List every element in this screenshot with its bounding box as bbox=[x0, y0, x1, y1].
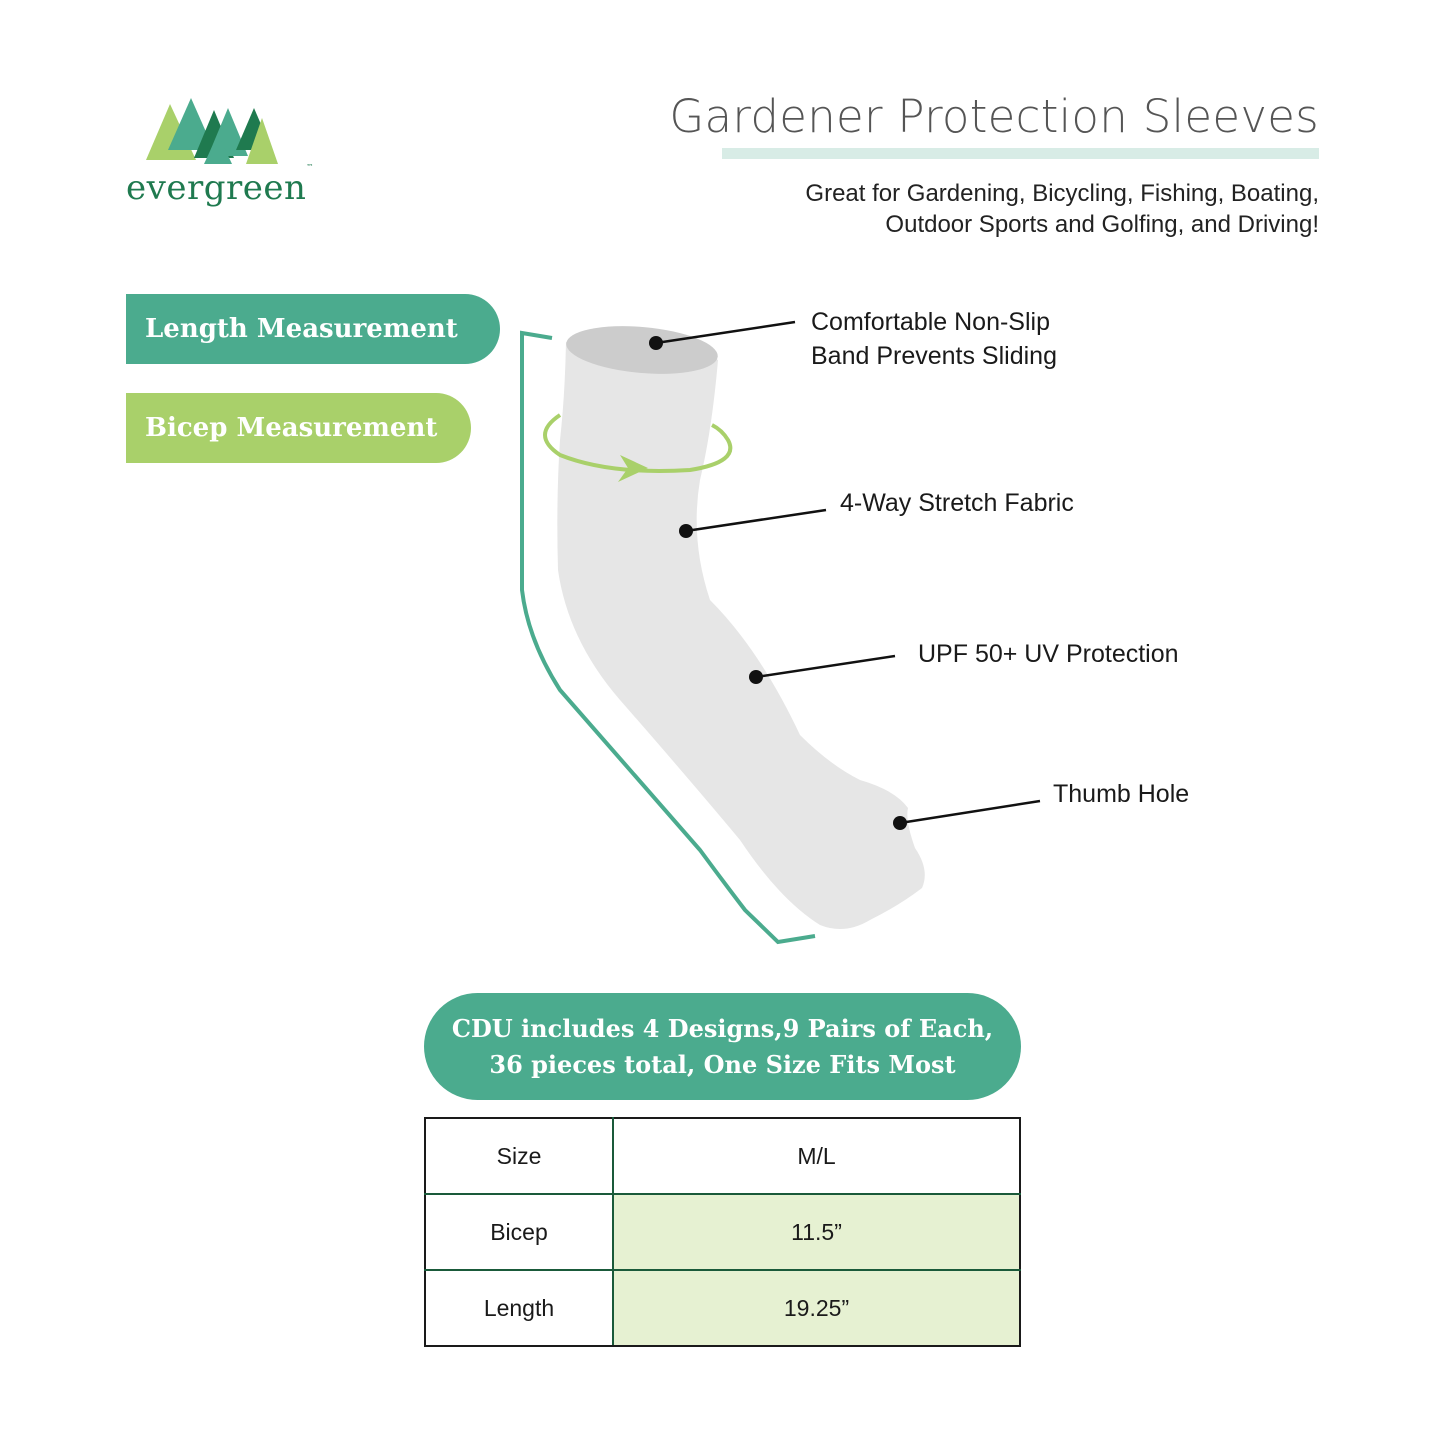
brand-wordmark: evergreen™ bbox=[126, 162, 314, 208]
callout-band-line-2: Band Prevents Sliding bbox=[811, 342, 1057, 370]
cdu-banner-line-1: CDU includes 4 Designs,9 Pairs of Each, bbox=[451, 1013, 994, 1043]
length-bracket bbox=[520, 330, 816, 945]
bicep-ring bbox=[543, 413, 733, 473]
stretch-marker bbox=[679, 524, 693, 538]
table-row: Bicep 11.5” bbox=[424, 1193, 1021, 1271]
table-header-row: Size M/L bbox=[424, 1117, 1021, 1195]
brand-logo: evergreen™ bbox=[118, 92, 318, 222]
table-row-value: 19.25” bbox=[612, 1269, 1021, 1347]
subtitle-line-1: Great for Gardening, Bicycling, Fishing,… bbox=[805, 180, 1319, 207]
sleeve-body bbox=[557, 335, 925, 930]
stretch-leader bbox=[685, 508, 827, 533]
cdu-banner-line-2: 36 pieces total, One Size Fits Most bbox=[489, 1049, 956, 1079]
callout-band: Comfortable Non-Slip Band Prevents Slidi… bbox=[811, 305, 1057, 373]
thumb-leader bbox=[899, 799, 1041, 825]
table-row-label: Length bbox=[424, 1269, 614, 1347]
sleeve-cuff-opening bbox=[566, 326, 718, 374]
band-marker bbox=[649, 336, 663, 350]
thumb-marker bbox=[893, 816, 907, 830]
bicep-arrow-icon bbox=[618, 455, 648, 482]
page-title: Gardener Protection Sleeves bbox=[669, 90, 1319, 143]
uv-marker bbox=[749, 670, 763, 684]
cdu-banner: CDU includes 4 Designs,9 Pairs of Each, … bbox=[424, 993, 1021, 1100]
callout-band-line-1: Comfortable Non-Slip bbox=[811, 308, 1050, 336]
page-subtitle: Great for Gardening, Bicycling, Fishing,… bbox=[805, 178, 1319, 240]
uv-leader bbox=[755, 654, 896, 679]
sleeve-diagram bbox=[520, 320, 1041, 945]
title-underline bbox=[722, 148, 1319, 159]
band-leader bbox=[655, 320, 796, 345]
subtitle-line-2: Outdoor Sports and Golfing, and Driving! bbox=[885, 211, 1319, 238]
callout-thumb: Thumb Hole bbox=[1053, 780, 1190, 808]
callout-stretch: 4-Way Stretch Fabric bbox=[840, 489, 1074, 517]
callout-uv: UPF 50+ UV Protection bbox=[918, 640, 1179, 668]
bicep-measurement-label: Bicep Measurement bbox=[126, 393, 471, 463]
trees-icon bbox=[146, 98, 278, 164]
table-header-value: M/L bbox=[612, 1117, 1021, 1195]
table-row-label: Bicep bbox=[424, 1193, 614, 1271]
size-table: Size M/L Bicep 11.5” Length 19.25” bbox=[424, 1117, 1021, 1347]
table-header-label: Size bbox=[424, 1117, 614, 1195]
table-row-value: 11.5” bbox=[612, 1193, 1021, 1271]
table-row: Length 19.25” bbox=[424, 1269, 1021, 1347]
length-measurement-label: Length Measurement bbox=[126, 294, 500, 364]
